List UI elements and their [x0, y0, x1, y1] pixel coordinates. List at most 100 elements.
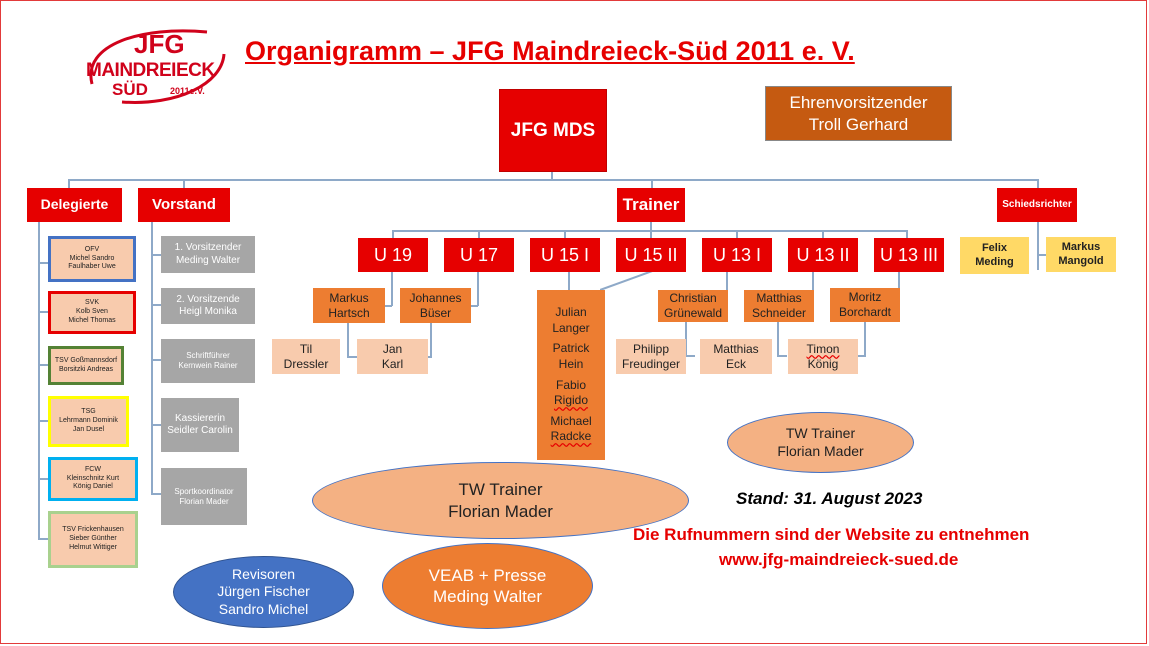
- u17-assistant-trainer: Jan Karl: [357, 339, 428, 374]
- trainer-first-name: Fabio: [555, 377, 587, 392]
- trainer-last-name: Karl: [381, 356, 404, 371]
- trainer-first-name: Julian: [555, 305, 587, 320]
- delegate-club: FCW: [85, 465, 101, 473]
- logo-jfg-text: JFG: [134, 29, 185, 59]
- trainer-first-name: Michael: [550, 413, 592, 428]
- trainer-first-name: Jan: [382, 341, 403, 356]
- referee-first-name: Markus: [1061, 240, 1101, 253]
- u15-trainers: Julian Langer Patrick Hein Fabio Rigido …: [537, 290, 605, 460]
- logo-year-text: 2011e.V.: [170, 86, 205, 96]
- revisoren-person: Jürgen Fischer: [217, 583, 310, 600]
- vorstand-name: Kernwein Rainer: [178, 361, 238, 370]
- team-u15-i: U 15 I: [530, 238, 600, 272]
- trainer-last-name: Grünewald: [663, 306, 723, 320]
- delegate-person: Borsitzki Andreas: [58, 365, 114, 373]
- delegate-person: Faulhaber Uwe: [68, 263, 116, 271]
- delegate-club: OFV: [84, 245, 100, 253]
- veab-presse-ellipse: VEAB + Presse Meding Walter: [382, 543, 593, 629]
- revisoren-ellipse: Revisoren Jürgen Fischer Sandro Michel: [173, 556, 354, 628]
- trainer-last-name: Freudinger: [621, 356, 681, 371]
- vorstand-kassiererin: Kassiererin Seidler Carolin: [161, 398, 239, 452]
- header-trainer: Trainer: [617, 188, 685, 222]
- vorstand-1-vorsitzender: 1. Vorsitzender Meding Walter: [161, 236, 255, 273]
- delegate-tsv-frickenhausen: TSV Frickenhausen Sieber Günther Helmut …: [48, 511, 138, 568]
- header-vorstand-label: Vorstand: [152, 195, 216, 213]
- team-u19: U 19: [358, 238, 428, 272]
- vorstand-role: Kassiererin: [174, 412, 226, 424]
- team-label: U 15 I: [540, 244, 590, 265]
- trainer-first-name: Philipp: [632, 341, 670, 356]
- trainer-last-name: Hartsch: [328, 305, 370, 320]
- website-url: www.jfg-maindreieck-sued.de: [719, 550, 959, 569]
- delegate-tsv-gossmannsdorf: TSV Goßmannsdorf Borsitzki Andreas: [48, 346, 124, 385]
- logo-sued-text: SÜD: [112, 80, 148, 99]
- trainer-last-name: Dressler: [283, 356, 329, 371]
- header-schiedsrichter: Schiedsrichter: [997, 188, 1077, 222]
- phone-info-text: Die Rufnummern sind der Website zu entne…: [633, 525, 1030, 544]
- trainer-first-name: Markus: [329, 290, 369, 305]
- delegate-club: SVK: [84, 299, 99, 307]
- delegate-person: Sieber Günther: [69, 535, 117, 543]
- trainer-first-name: Johannes: [409, 290, 462, 305]
- tw-trainer-small-ellipse: TW Trainer Florian Mader: [727, 412, 914, 473]
- trainer-last-name: Borchardt: [838, 305, 892, 319]
- header-trainer-label: Trainer: [622, 195, 680, 215]
- referee-2: Markus Mangold: [1046, 237, 1116, 272]
- vorstand-name: Heigl Monika: [179, 306, 237, 317]
- trainer-last-name: Rigido: [553, 393, 589, 408]
- team-u13-iii: U 13 III: [874, 238, 944, 272]
- trainer-last-name: Radcke: [550, 429, 592, 444]
- trainer-last-name: Langer: [552, 320, 590, 335]
- u13-iii-assistant-trainer: Timon König: [788, 339, 858, 374]
- root-jfg-mds: JFG MDS: [499, 89, 607, 172]
- delegate-person: Jan Dusel: [72, 425, 105, 433]
- trainer-last-name: Eck: [725, 356, 746, 371]
- trainer-first-name: Til: [299, 341, 313, 356]
- jfg-logo: JFG MAINDREIECK SÜD 2011e.V.: [82, 24, 230, 106]
- ehrenvorsitzender-box: Ehrenvorsitzender Troll Gerhard: [765, 86, 952, 141]
- delegate-person: Michel Thomas: [68, 316, 116, 324]
- revisoren-person: Sandro Michel: [218, 600, 309, 617]
- delegate-ofv: OFV Michel Sandro Faulhaber Uwe: [48, 236, 136, 282]
- vorstand-name: Seidler Carolin: [167, 425, 233, 436]
- header-delegierte: Delegierte: [27, 188, 122, 222]
- tw-trainer-large-ellipse: TW Trainer Florian Mader: [312, 462, 689, 539]
- u19-assistant-trainer: Til Dressler: [272, 339, 340, 374]
- delegate-club: TSV Frickenhausen: [62, 526, 124, 534]
- delegate-club: TSV Goßmannsdorf: [54, 356, 118, 364]
- delegate-person: Kleinschnitz Kurt: [66, 474, 120, 482]
- team-label: U 15 II: [624, 244, 678, 265]
- trainer-last-name: Schneider: [751, 306, 807, 320]
- trainer-first-name: Matthias: [756, 291, 802, 305]
- vorstand-sportkoordinator: Sportkoordinator Florian Mader: [161, 468, 247, 525]
- trainer-first-name: Moritz: [848, 290, 882, 304]
- team-u15-ii: U 15 II: [616, 238, 686, 272]
- trainer-first-name: Matthias: [713, 341, 759, 356]
- header-delegierte-label: Delegierte: [40, 196, 109, 213]
- vorstand-2-vorsitzende: 2. Vorsitzende Heigl Monika: [161, 288, 255, 324]
- header-schiedsrichter-label: Schiedsrichter: [1002, 198, 1072, 210]
- root-label: JFG MDS: [510, 119, 596, 141]
- team-label: U 19: [373, 244, 413, 265]
- header-vorstand: Vorstand: [138, 188, 230, 222]
- logo-swoosh-icon: [89, 29, 226, 104]
- trainer-last-name: König: [807, 356, 839, 371]
- trainer-first-name: Timon: [806, 341, 840, 356]
- u13-ii-head-trainer: Matthias Schneider: [744, 290, 814, 322]
- page-title: Organigramm – JFG Maindreieck-Süd 2011 e…: [245, 36, 855, 66]
- vorstand-role: Sportkoordinator: [174, 486, 234, 496]
- vorstand-role: 1. Vorsitzender: [174, 242, 242, 253]
- delegate-person: Helmut Wittiger: [69, 543, 117, 551]
- tw-trainer-name: Florian Mader: [448, 501, 553, 521]
- team-label: U 13 I: [712, 244, 762, 265]
- u13-i-assistant-trainer: Philipp Freudinger: [616, 339, 686, 374]
- delegate-tsg: TSG Lehrmann Dominik Jan Dusel: [48, 396, 129, 447]
- ehren-name: Troll Gerhard: [808, 114, 909, 134]
- vorstand-role: Schriftführer: [186, 351, 230, 360]
- delegate-fcw: FCW Kleinschnitz Kurt König Daniel: [48, 457, 138, 501]
- ehren-role: Ehrenvorsitzender: [789, 93, 928, 113]
- tw-trainer-role: TW Trainer: [785, 425, 856, 441]
- trainer-first-name: Christian: [669, 291, 717, 305]
- referee-1: Felix Meding: [960, 237, 1029, 274]
